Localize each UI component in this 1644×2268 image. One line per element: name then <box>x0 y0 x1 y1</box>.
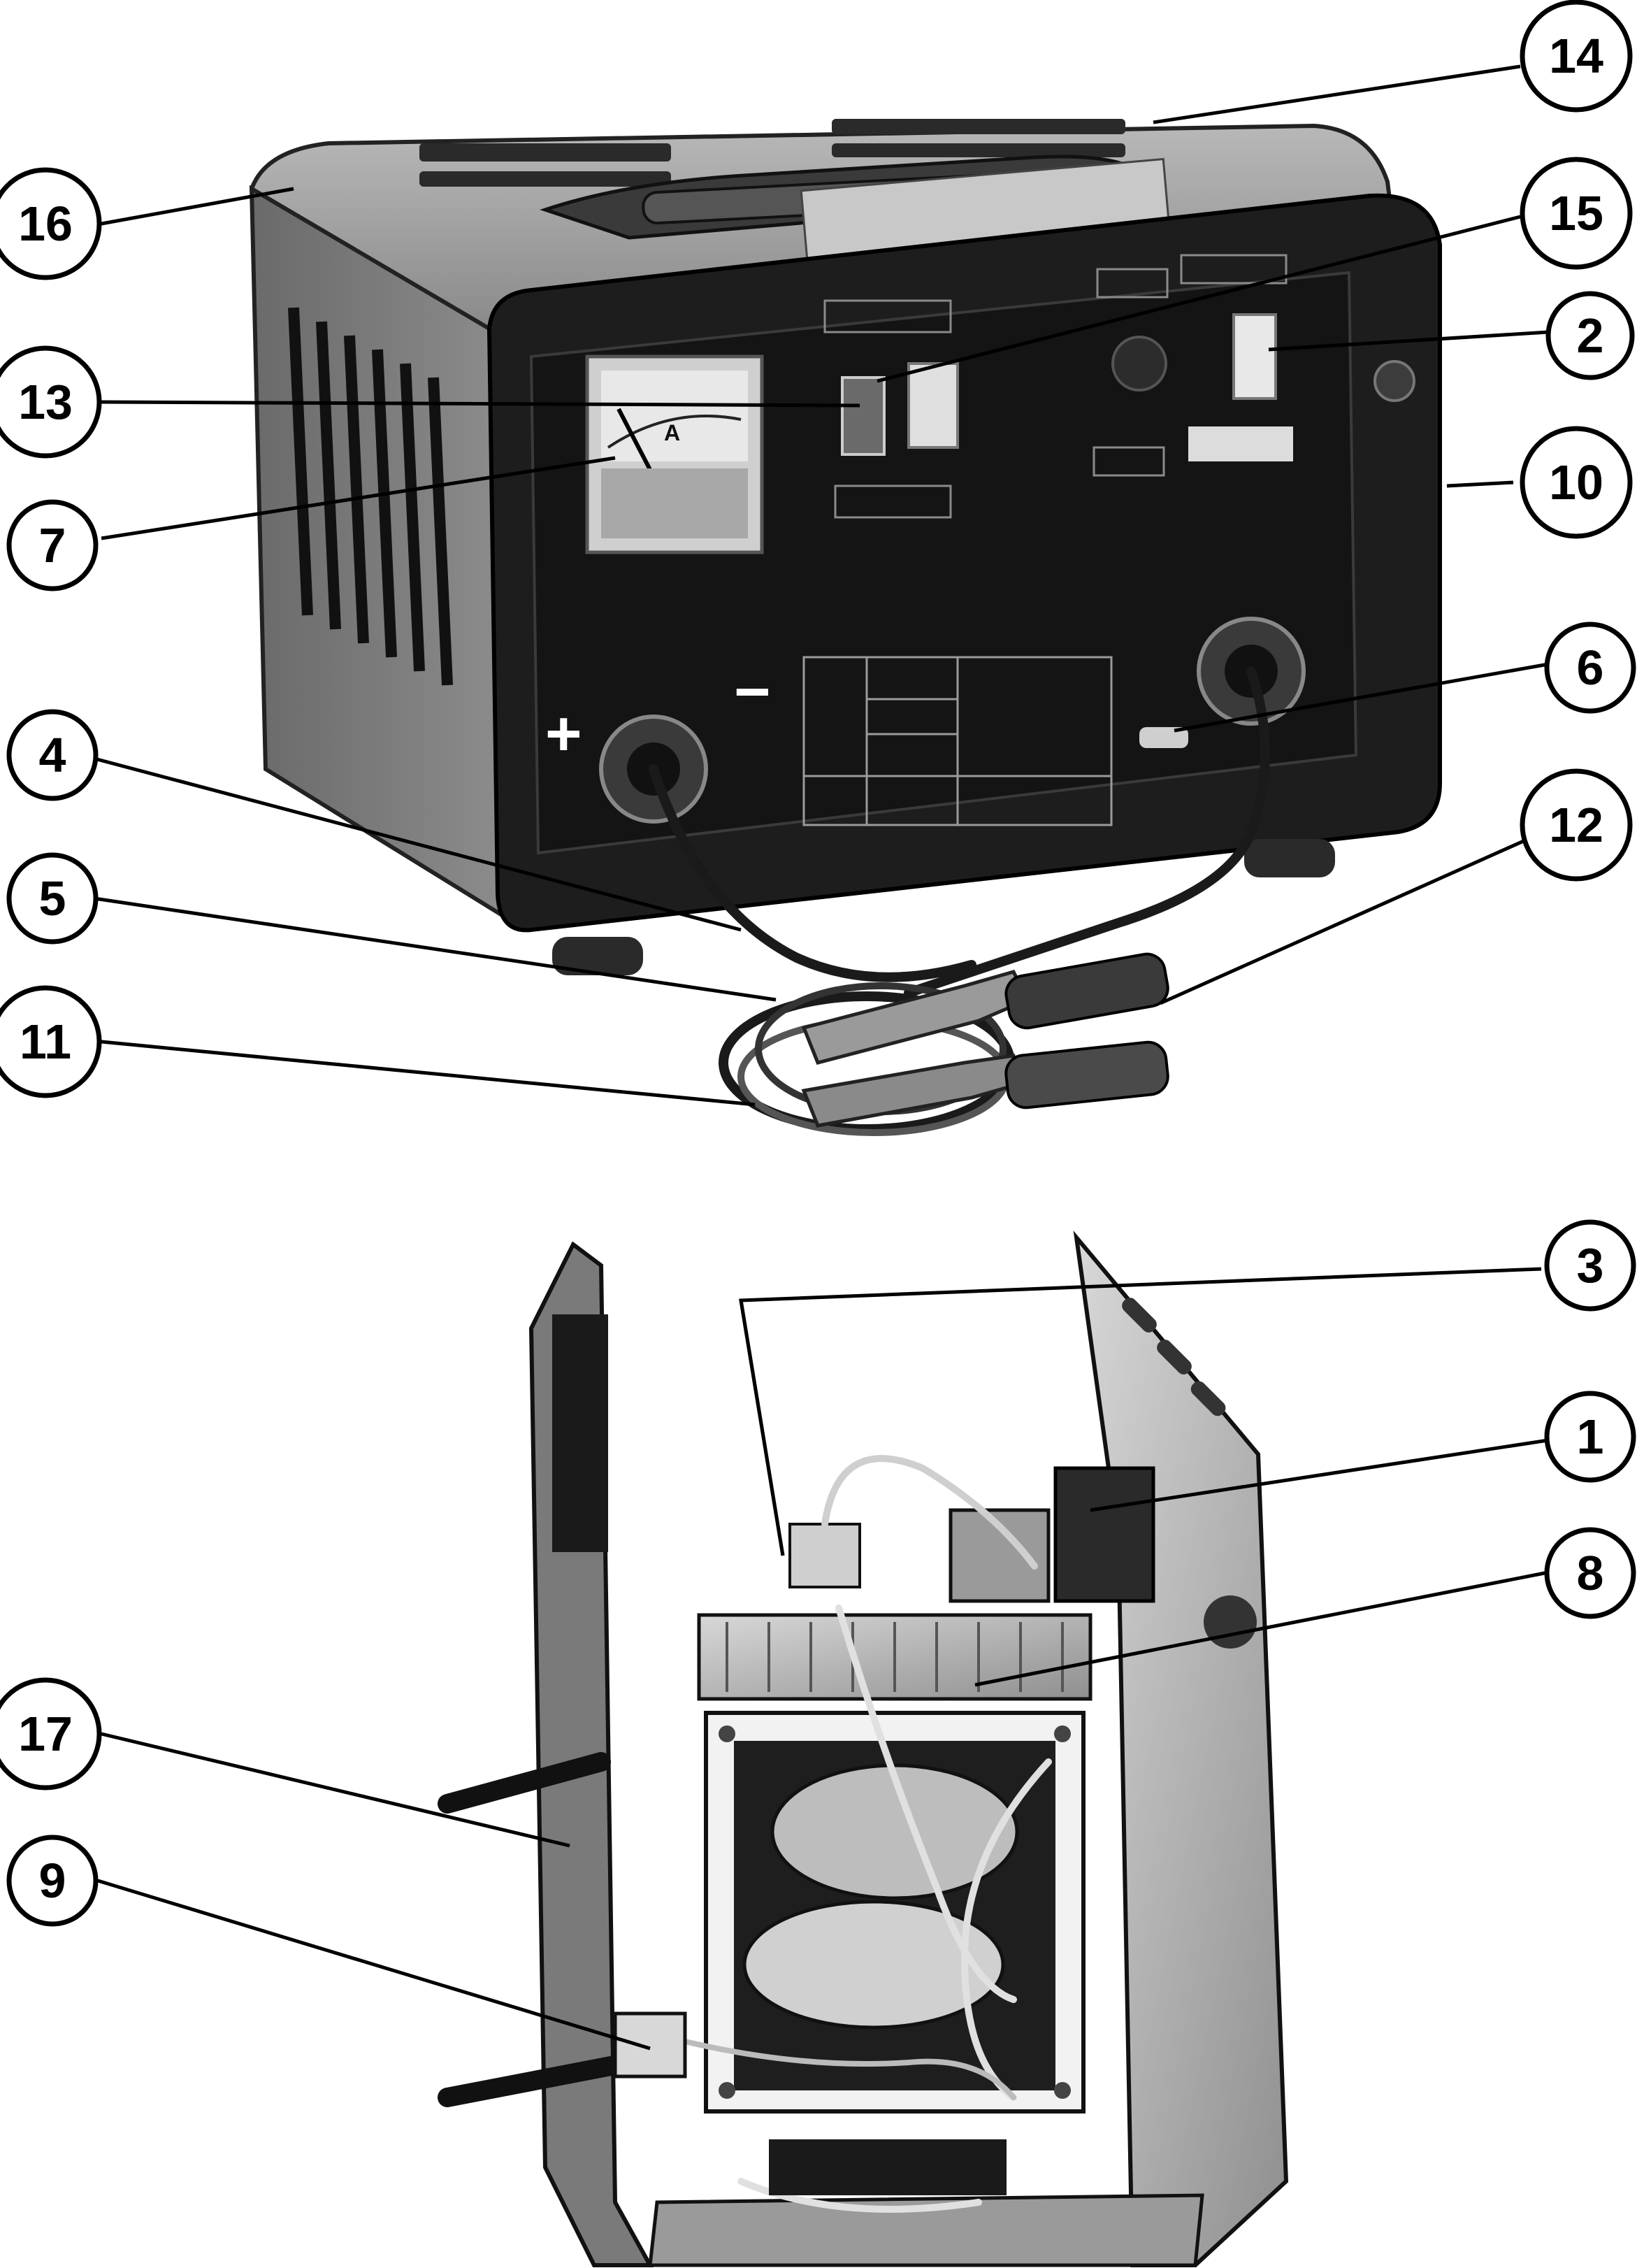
svg-text:16: 16 <box>18 196 73 251</box>
foot-left <box>552 937 643 975</box>
svg-text:13: 13 <box>18 375 73 429</box>
frame-bolts <box>719 1725 1071 2099</box>
callout-1: 1 <box>1544 1391 1636 1483</box>
power-switch[interactable] <box>1232 313 1277 400</box>
leader-7 <box>101 456 616 540</box>
callout-15: 15 <box>1520 157 1633 270</box>
svg-text:15: 15 <box>1549 186 1603 241</box>
leader-16 <box>101 187 294 226</box>
fuse-body <box>788 1523 861 1588</box>
callout-14: 14 <box>1520 0 1633 113</box>
callout-2: 2 <box>1545 291 1635 380</box>
battery-clamp-red <box>801 952 1169 1065</box>
leader-6 <box>1174 662 1549 733</box>
callout-17: 17 <box>0 1677 102 1790</box>
svg-text:17: 17 <box>18 1707 73 1761</box>
leader-3b <box>739 1300 785 1556</box>
chassis-right <box>1073 1230 1289 2267</box>
battery-clamp-black <box>801 1040 1169 1128</box>
leader-14 <box>1153 64 1521 124</box>
leader-8 <box>974 1571 1545 1687</box>
leader-2 <box>1268 330 1549 352</box>
panel-components <box>552 1314 608 1552</box>
ammeter-unit: A <box>664 420 680 445</box>
leader-5 <box>94 896 777 1002</box>
callout-12: 12 <box>1520 768 1633 882</box>
svg-text:8: 8 <box>1577 1546 1604 1600</box>
base-plate <box>648 2193 1204 2267</box>
chassis-slots <box>1122 1298 1257 1649</box>
charger-assembled: A + − <box>249 119 1442 1136</box>
svg-text:4: 4 <box>39 728 66 782</box>
foot-right <box>1244 839 1335 877</box>
svg-text:2: 2 <box>1577 308 1604 363</box>
minus-sign: − <box>734 657 771 727</box>
leader-lines <box>94 64 1553 2051</box>
svg-text:7: 7 <box>39 518 66 573</box>
leader-10 <box>1446 480 1514 488</box>
callout-13: 13 <box>0 345 102 459</box>
svg-text:10: 10 <box>1549 455 1603 510</box>
leader-1 <box>1090 1438 1549 1512</box>
panel-screw <box>1373 360 1415 402</box>
callout-9: 9 <box>6 1835 99 1927</box>
svg-text:3: 3 <box>1577 1238 1604 1293</box>
base-vents <box>769 2139 1007 2195</box>
cable-grommet <box>613 2011 687 2079</box>
selector-switch[interactable] <box>907 362 959 449</box>
svg-text:14: 14 <box>1549 29 1603 83</box>
indicator-lamp <box>1111 336 1167 392</box>
ammeter: A <box>585 354 764 554</box>
side-vents <box>288 307 453 686</box>
callout-16: 16 <box>0 167 102 280</box>
callout-6: 6 <box>1544 622 1636 714</box>
transformer-winding-lower <box>742 1900 1005 2030</box>
callout-8: 8 <box>1544 1527 1636 1619</box>
callout-10: 10 <box>1520 426 1633 539</box>
fuse-holder <box>841 376 886 456</box>
callout-4: 4 <box>6 709 99 801</box>
svg-text:1: 1 <box>1577 1409 1604 1464</box>
transformer-winding-upper <box>770 1763 1019 1900</box>
rating-plate <box>802 656 1113 826</box>
leader-4 <box>94 756 742 932</box>
top-vents <box>419 119 1125 187</box>
callout-11: 11 <box>0 985 102 1098</box>
leader-13 <box>101 400 860 408</box>
leader-12 <box>1159 826 1553 1005</box>
leader-11 <box>101 1040 756 1107</box>
svg-text:6: 6 <box>1577 640 1604 695</box>
leader-9 <box>97 1879 651 2051</box>
mains-cable <box>438 1752 639 2107</box>
svg-text:12: 12 <box>1549 798 1603 852</box>
svg-text:11: 11 <box>20 1014 71 1069</box>
callout-3: 3 <box>1544 1219 1636 1312</box>
callout-5: 5 <box>6 852 99 945</box>
svg-text:5: 5 <box>39 871 66 926</box>
internal-wiring <box>682 1455 1052 2213</box>
leader-17 <box>101 1732 570 1848</box>
svg-text:9: 9 <box>39 1853 66 1908</box>
callout-7: 7 <box>6 499 99 591</box>
plus-sign: + <box>545 699 582 769</box>
switch-label-plate <box>1188 426 1293 461</box>
callouts: 14 16 15 13 2 10 7 6 <box>0 0 1636 1927</box>
panel-label-boxes <box>823 254 1288 519</box>
leader-15 <box>877 215 1521 383</box>
cable-strain-relief <box>1139 727 1188 748</box>
switch-body <box>1053 1466 1155 1603</box>
charger-internals <box>438 1230 1289 2267</box>
